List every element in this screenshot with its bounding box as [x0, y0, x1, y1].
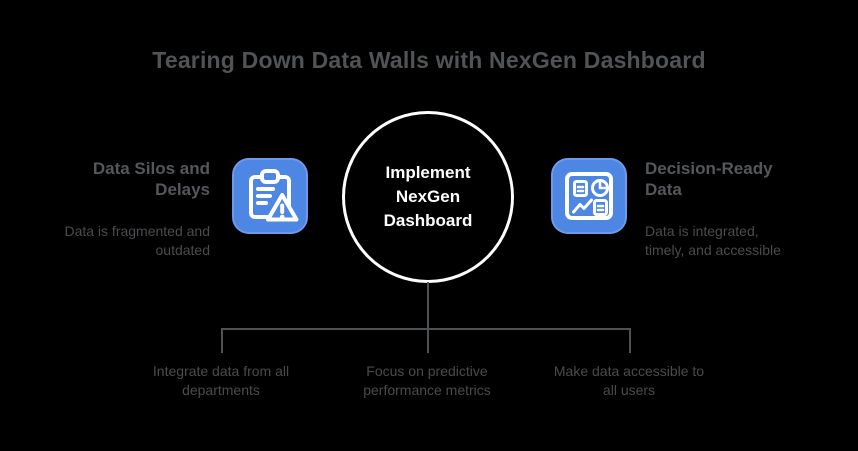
outcome-heading: Decision-Ready Data: [645, 159, 773, 199]
problem-heading: Data Silos and Delays: [92, 159, 210, 199]
problem-description: Data is fragmented and outdated: [64, 223, 210, 258]
connector-horizontal: [221, 328, 631, 330]
dashboard-icon: [551, 158, 627, 234]
page-title: Tearing Down Data Walls with NexGen Dash…: [152, 47, 706, 73]
center-node: Implement NexGen Dashboard: [342, 111, 514, 283]
dashboard-glyph: [565, 172, 613, 220]
connector-drop-left: [221, 328, 223, 353]
outcome-description: Data is integrated, timely, and accessib…: [645, 223, 781, 258]
problem-block: Data Silos and Delays Data is fragmented…: [38, 158, 210, 260]
outcome-block: Decision-Ready Data Data is integrated, …: [645, 158, 813, 260]
connector-drop-right: [629, 328, 631, 353]
clipboard-warning-glyph: [249, 169, 299, 222]
strategy-label-integrate: Integrate data from all departments: [152, 363, 290, 398]
strategy-label-accessible: Make data accessible to all users: [553, 363, 705, 398]
strategy-label-predictive: Focus on predictive performance metrics: [363, 363, 491, 398]
connector-vertical-center: [427, 282, 429, 353]
center-node-label: Implement NexGen Dashboard: [383, 163, 473, 230]
clipboard-warning-icon: [232, 158, 308, 234]
